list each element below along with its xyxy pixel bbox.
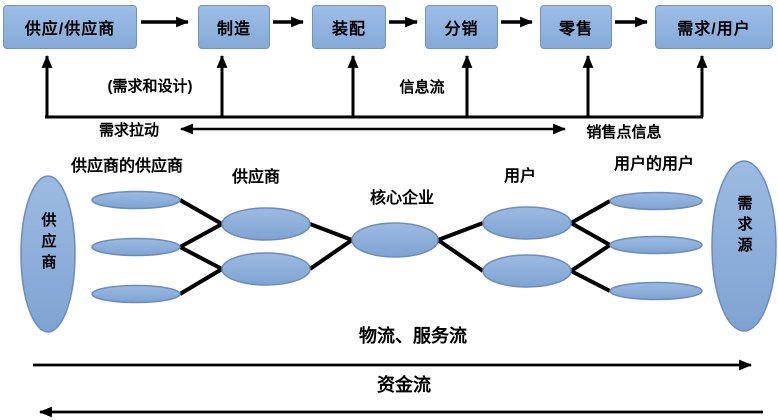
- suppliers-supplier-node: [91, 190, 181, 210]
- flow-box-retail: 零售: [540, 5, 612, 49]
- network-nodes: [20, 160, 777, 333]
- network-link: [570, 269, 611, 293]
- demand-design-label: (需求和设计): [107, 78, 193, 95]
- flow-box-label: 需求/用户: [677, 21, 751, 38]
- flow-box-assembly: 装配: [312, 5, 386, 49]
- user-node: [482, 254, 572, 288]
- network-link: [570, 221, 611, 247]
- pos-info-label: 销售点信息: [586, 124, 662, 141]
- supply-source-label: 供应商: [39, 211, 57, 275]
- network-link: [308, 238, 354, 271]
- tier-label-supplier: 供应商: [231, 169, 280, 186]
- supplier-node: [221, 207, 311, 241]
- network-link: [570, 199, 611, 225]
- flow-box-label: 零售: [558, 21, 593, 38]
- supplier-node: [221, 252, 311, 286]
- supply-source-ellipse: [20, 175, 76, 333]
- information-feedback: [41, 54, 708, 135]
- network-link: [179, 222, 223, 249]
- flow-box-demand: 需求/用户: [655, 5, 773, 49]
- demand-source-ellipse: [711, 160, 777, 332]
- tier-label-user: 用户: [503, 168, 536, 185]
- core-enterprise-node: [351, 222, 439, 258]
- flow-box-manufacture: 制造: [198, 5, 270, 49]
- tier-label-users-user: 用户的用户: [613, 156, 694, 173]
- suppliers-supplier-node: [91, 284, 181, 304]
- logistics-flow-label: 物流、服务流: [359, 326, 467, 346]
- tier-label-suppliers-supplier: 供应商的供应商: [70, 158, 183, 175]
- flow-box-label: 分销: [444, 21, 479, 38]
- users-user-node: [609, 235, 703, 255]
- demand-source-text-wrap: 需求源: [712, 161, 776, 331]
- supply-source-text-wrap: 供应商: [21, 176, 75, 332]
- suppliers-supplier-node: [91, 237, 181, 257]
- flow-box-label: 装配: [331, 21, 366, 38]
- network-link: [179, 245, 223, 271]
- info-flow-label: 信息流: [399, 79, 445, 96]
- network-links: [178, 198, 612, 296]
- tier-label-core-enterprise: 核心企业: [369, 190, 434, 207]
- user-node: [482, 206, 572, 240]
- network-link: [309, 222, 353, 242]
- flow-box-distribution: 分销: [425, 5, 498, 49]
- flow-box-supplier: 供应/供应商: [3, 5, 137, 49]
- network-link: [178, 267, 224, 296]
- users-user-node: [609, 191, 703, 211]
- flow-box-label: 供应/供应商: [24, 21, 116, 38]
- capital-flow-label: 资金流: [377, 375, 431, 395]
- flow-box-label: 制造: [216, 21, 251, 38]
- network-link: [179, 198, 223, 226]
- demand-source-label: 需求源: [735, 194, 753, 258]
- users-user-node: [609, 281, 703, 301]
- network-link: [569, 243, 612, 273]
- bottom-flows: [33, 359, 763, 418]
- network-link: [436, 238, 485, 273]
- network-link: [437, 221, 484, 242]
- demand-pull-label: 需求拉动: [98, 122, 159, 139]
